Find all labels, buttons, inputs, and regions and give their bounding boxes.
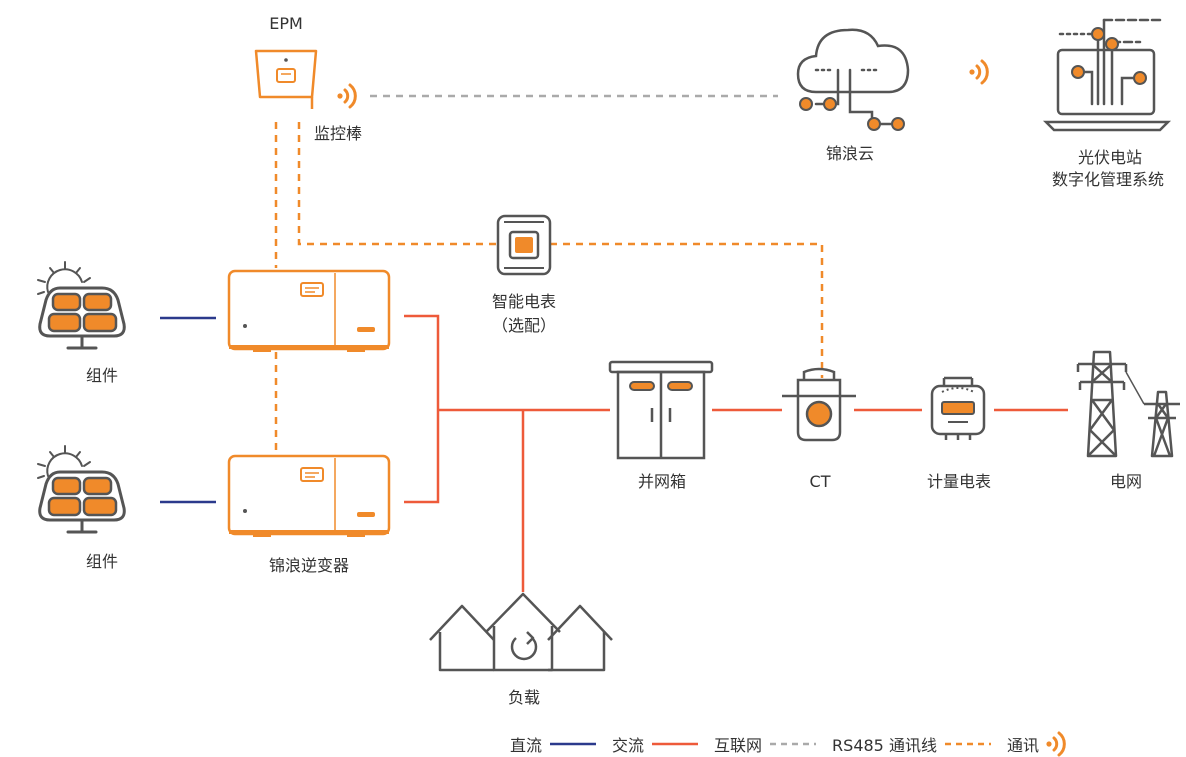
rs485-lines <box>274 122 824 454</box>
epm-label: EPM <box>269 14 303 33</box>
legend-dc-label: 直流 <box>510 736 543 755</box>
legend: 直流 交流 互联网 RS485 通讯线 通讯 <box>510 731 1085 757</box>
inverter-icon <box>227 269 391 354</box>
legend-rs485-label: RS485 通讯线 <box>832 736 937 755</box>
legend-ac-line <box>652 742 699 746</box>
combiner-box-icon <box>608 360 714 460</box>
wifi-icon <box>967 59 989 85</box>
grid-label: 电网 <box>1109 472 1142 491</box>
ac-lines <box>404 314 1068 592</box>
platform-label-line1: 光伏电站 <box>1077 148 1142 167</box>
platform-label-line2: 数字化管理系统 <box>1051 170 1164 189</box>
optional-label: （选配） <box>491 316 556 335</box>
panel-label-1: 组件 <box>85 366 118 385</box>
wifi-icon <box>335 83 357 109</box>
load-label: 负载 <box>507 688 540 707</box>
cloud-label: 锦浪云 <box>825 144 874 163</box>
cloud-icon <box>796 28 910 126</box>
smart-meter-label: 智能电表 <box>491 292 556 311</box>
legend-internet-line <box>770 742 817 746</box>
legend-internet-label: 互联网 <box>714 736 763 755</box>
legend-dc-line <box>550 742 597 746</box>
transmission-tower-icon <box>1076 350 1180 458</box>
laptop-icon <box>1042 18 1172 132</box>
inverter-label: 锦浪逆变器 <box>268 556 349 575</box>
panel-label-2: 组件 <box>85 552 118 571</box>
legend-wifi-icon <box>1046 731 1066 757</box>
smart-meter-icon <box>496 214 552 276</box>
solar-panel-icon <box>36 444 126 534</box>
ct-icon <box>782 367 856 442</box>
combiner-label: 并网箱 <box>637 472 686 491</box>
legend-comm-label: 通讯 <box>1006 736 1039 755</box>
solar-panel-icon <box>36 260 126 350</box>
house-icon <box>429 592 613 672</box>
monitoring-stick-label: 监控棒 <box>313 124 362 143</box>
legend-rs485-line <box>944 742 991 746</box>
ct-label: CT <box>809 472 831 491</box>
energy-meter-icon <box>930 376 986 440</box>
meter-label: 计量电表 <box>926 472 991 491</box>
inverter-icon <box>227 454 391 539</box>
epm-icon <box>254 49 318 109</box>
legend-ac-label: 交流 <box>612 736 645 755</box>
